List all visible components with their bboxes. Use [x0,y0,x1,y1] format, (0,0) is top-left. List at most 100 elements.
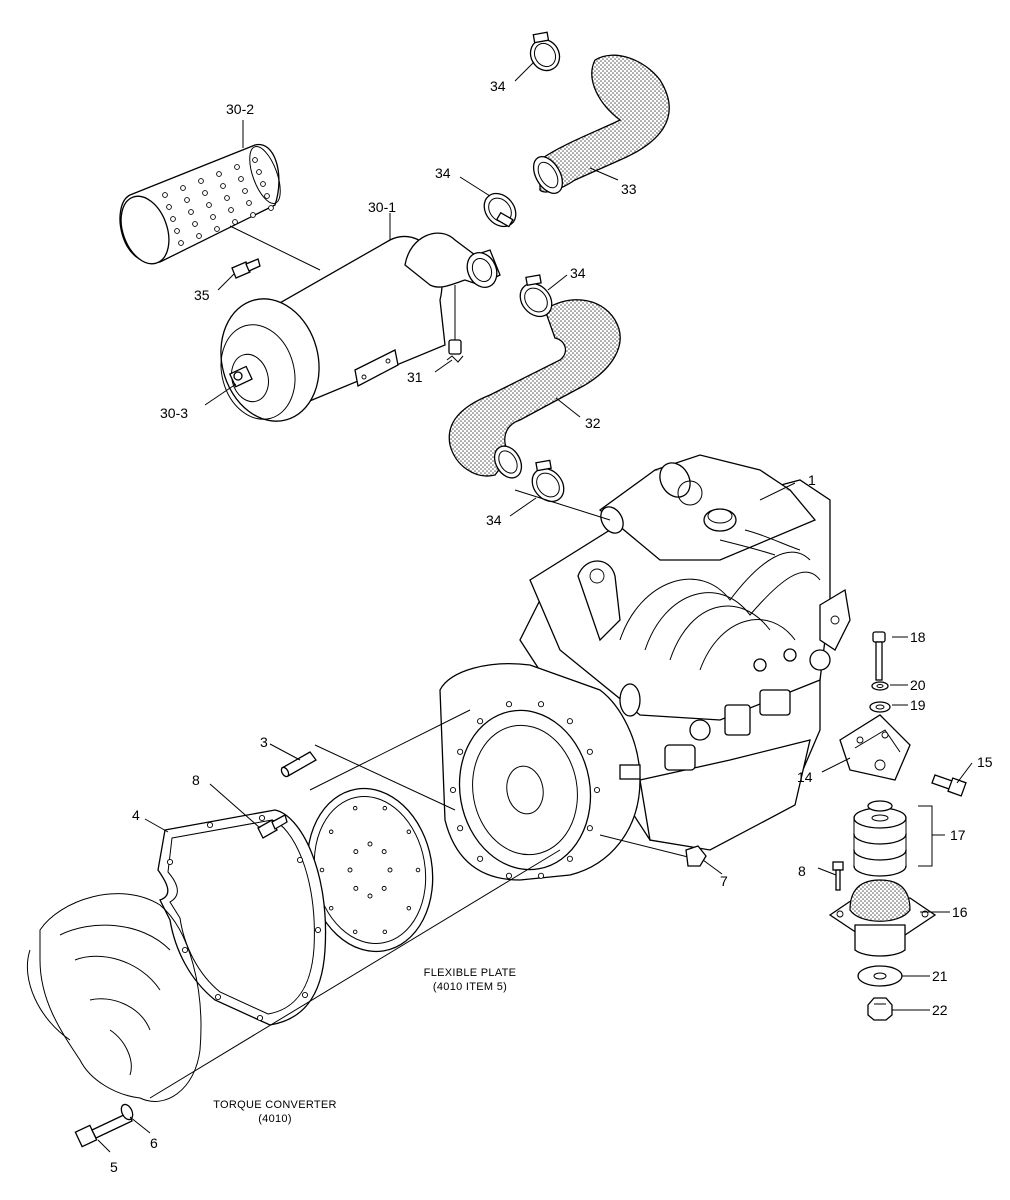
filter-hole [268,205,274,211]
filter-hole [256,169,262,175]
gasket-hole [258,814,266,822]
gasket-hole [181,946,189,954]
filter-hole [178,240,184,246]
filter-hole [216,171,222,177]
spacer-stack-17 [853,800,907,877]
plate-hole [381,849,387,855]
housing-bolt-hole [566,718,573,725]
plate-rim-hole [319,867,325,873]
callout-5: 5 [110,1159,118,1175]
hose-33 [532,54,670,194]
gasket-4 [157,809,327,1026]
filter-hole [188,209,194,215]
callout-31: 31 [407,369,423,385]
filter-hole [220,183,226,189]
callout-7: 7 [720,873,728,889]
gasket-hole [314,926,322,934]
filter-hole [260,181,266,187]
filter-perforations [162,157,274,246]
washer-6 [120,1103,134,1121]
flexible-plate-caption-ref: (4010 ITEM 5) [433,981,507,993]
plate-hole [367,841,373,847]
filter-hole [228,207,234,213]
housing-bolt-hole [586,748,593,755]
gasket-hole [296,856,304,864]
housing-bolt-hole [449,786,457,794]
filter-hole [264,193,270,199]
callout-8-mount: 8 [798,863,806,879]
callout-32: 32 [585,415,601,431]
bolt-18 [872,631,886,681]
filter-hole [252,157,258,163]
housing-bolt-hole [505,701,513,708]
bolt-15 [931,774,967,797]
housing-bolt-hole [566,855,573,862]
callout-20: 20 [910,677,926,693]
plate-rim-hole [406,905,412,911]
plate-rim-hole [328,829,334,835]
callout-1: 1 [808,472,816,488]
callout-34-middle: 34 [570,265,586,281]
captions: FLEXIBLE PLATE (4010 ITEM 5) TORQUE CONV… [213,967,516,1125]
filter-hole [196,233,202,239]
callout-22: 22 [932,1002,948,1018]
housing-bolt-hole [537,872,545,879]
filter-hole [238,176,244,182]
air-cleaner-housing [220,232,501,422]
callout-14: 14 [797,769,813,785]
plate-rim-hole [406,829,412,835]
plate-hole [367,893,373,899]
callout-17: 17 [950,827,966,843]
bolt-8-mount [832,861,844,891]
callout-30-1: 30-1 [368,199,396,215]
filter-hole [202,190,208,196]
gasket-hole [256,1014,264,1022]
torque-converter-caption-ref: (4010) [258,1113,292,1125]
torque-converter-outline [26,893,202,1102]
housing-bolt-hole [477,718,484,725]
housing-bolt-hole [457,825,464,832]
callout-34-upper: 34 [435,165,451,181]
gasket-holes [166,814,322,1022]
callout-30-3: 30-3 [160,405,188,421]
washer-21 [857,965,903,987]
plate-rim-hole [352,805,358,811]
flywheel-housing [439,663,641,881]
filter-hole [250,212,256,218]
housing-bolt-hole [586,825,593,832]
plug-7 [685,845,707,867]
callout-19: 19 [910,697,926,713]
engine-assembly [519,454,851,851]
rubber-mount-16 [828,879,937,957]
filter-hole [246,200,252,206]
callout-34-top: 34 [490,78,506,94]
callout-6: 6 [150,1135,158,1151]
filter-hole [170,216,176,222]
callout-35: 35 [194,287,210,303]
filter-hole [234,164,240,170]
filter-hole [174,228,180,234]
washer-20 [871,681,889,691]
filter-hole [162,192,168,198]
callout-3: 3 [260,734,268,750]
bolt-5 [74,1112,133,1148]
filter-hole [242,188,248,194]
callout-16: 16 [952,904,968,920]
callout-4: 4 [132,807,140,823]
callout-30-2: 30-2 [226,101,254,117]
hose-32 [448,299,621,479]
callout-33: 33 [621,181,637,197]
air-filter-element [119,144,281,265]
filter-hole [232,219,238,225]
plate-hole [347,867,353,873]
gasket-hole [301,991,309,999]
bolt-8-housing [257,814,288,839]
dowel-pin-3 [280,751,317,778]
dust-valve-31 [446,285,464,363]
callout-34-lower: 34 [486,512,502,528]
plate-rim-hole [352,929,358,935]
filter-hole [214,226,220,232]
housing-bolt-hole [537,701,545,708]
plate-rim-hole [382,929,388,935]
